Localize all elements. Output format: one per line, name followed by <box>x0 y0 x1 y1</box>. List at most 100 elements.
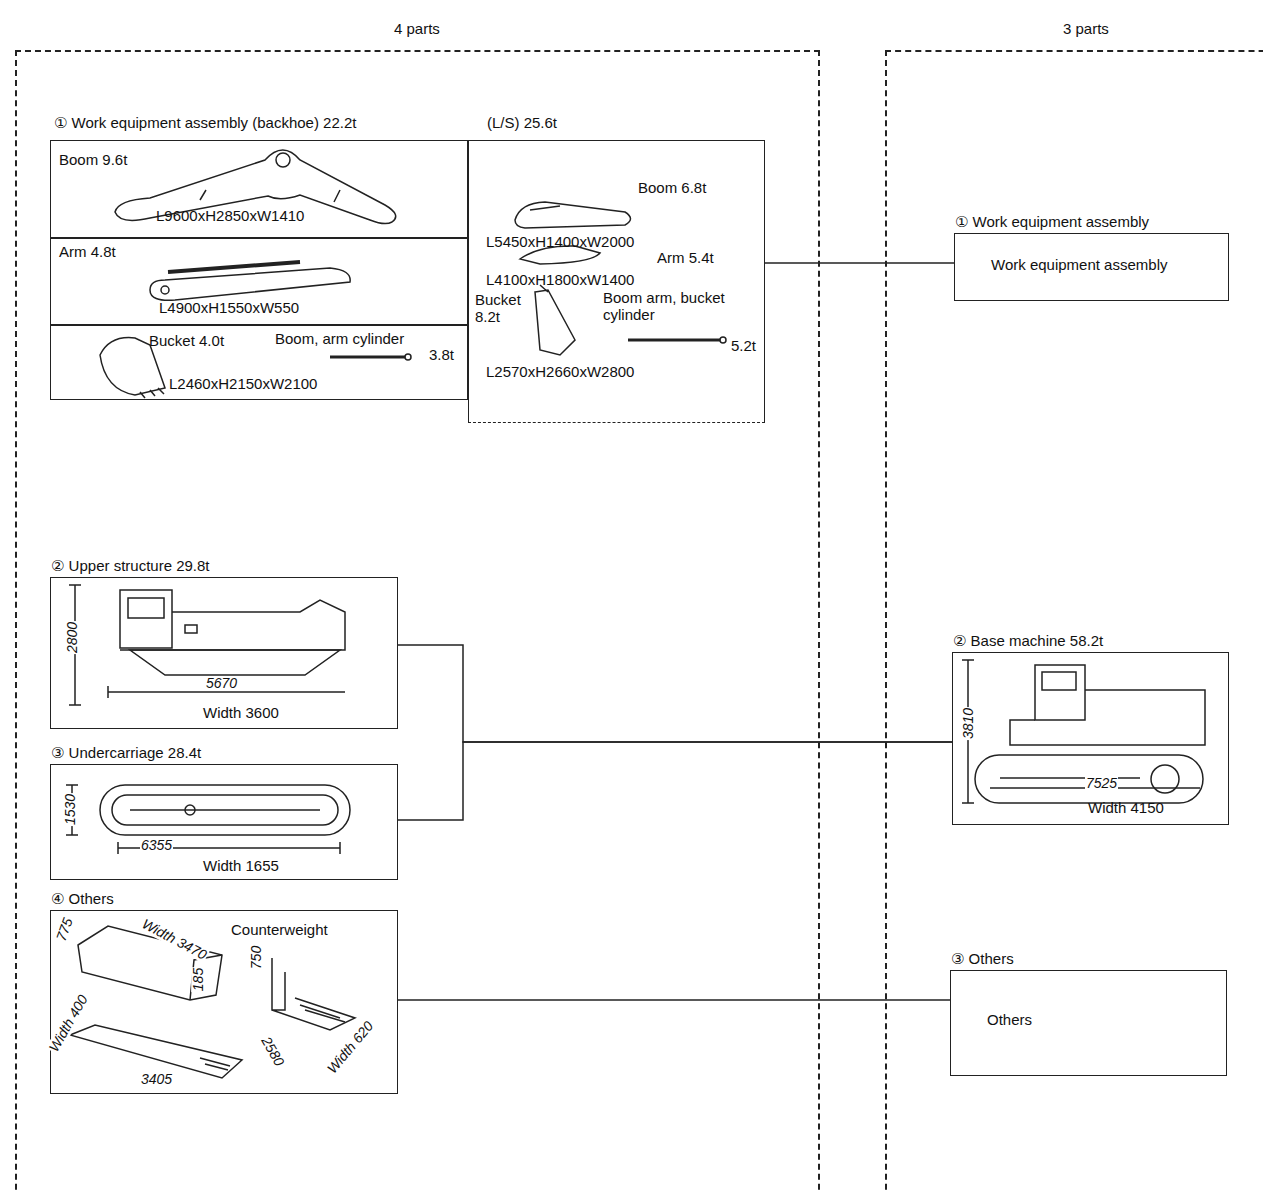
part-box: ② Upper structure 29.8tWidth 3600 <box>50 577 398 729</box>
node-text: Boom, arm cylinder <box>275 330 404 347</box>
node-text: Boom 6.8t <box>638 179 706 196</box>
roller <box>185 805 195 815</box>
counterweight-edge <box>190 955 222 1000</box>
part-cell: Boom 6.8tL5450xH1400xW2000Arm 5.4tL4100x… <box>468 140 765 423</box>
dimension-label: 5670 <box>205 676 238 691</box>
track-shoe-grouser <box>200 1058 230 1070</box>
node-text: Boom arm, bucket cylinder <box>603 289 753 323</box>
cab-window <box>1042 672 1076 690</box>
connector-line <box>765 262 954 264</box>
upper-structure-drawing <box>69 585 345 705</box>
node-text: Others <box>987 1011 1032 1028</box>
dimension-label: 1530 <box>63 793 78 826</box>
dimension-label: 750 <box>249 945 264 970</box>
cab <box>1035 665 1085 720</box>
track-inner <box>112 795 338 825</box>
cab-window <box>128 598 164 618</box>
part-cell: Boom 9.6tL9600xH2850xW1410 <box>50 140 468 238</box>
node-text: Bucket 4.0t <box>149 332 224 349</box>
node-heading: ① Work equipment assembly <box>955 213 1149 230</box>
node-heading: ④ Others <box>51 890 114 907</box>
part-cell: Bucket 4.0tBoom, arm cylinder3.8tL2460xH… <box>50 325 468 400</box>
cylinder-eye <box>405 354 411 360</box>
dimension-label: 7525 <box>1085 776 1118 791</box>
bucket-teeth <box>140 388 164 398</box>
node-text: L5450xH1400xW2000 <box>486 233 634 250</box>
node-heading: (L/S) 25.6t <box>487 114 557 131</box>
sprocket <box>1151 765 1179 793</box>
boom-outline <box>115 150 396 224</box>
track-outer <box>100 785 350 835</box>
boom-detail <box>200 190 340 202</box>
node-text: Bucket 8.2t <box>475 291 527 325</box>
node-text: 5.2t <box>731 337 756 354</box>
node-text: Width 1655 <box>203 857 279 874</box>
track-frame <box>1000 777 1140 779</box>
node-heading: ① Work equipment assembly (backhoe) 22.2… <box>54 114 356 131</box>
region-panel: 3 parts① Work equipment assemblyWork equ… <box>885 50 1263 1191</box>
connector-line <box>398 999 950 1001</box>
node-text: L9600xH2850xW1410 <box>156 207 304 224</box>
upper-body <box>120 600 345 650</box>
arm-cylinder <box>168 262 300 272</box>
arm-drawing <box>150 262 350 300</box>
dimension-label: 3405 <box>140 1072 173 1087</box>
dimension-label: 3810 <box>961 707 976 740</box>
dimension-label: 775 <box>53 915 76 944</box>
door-handle <box>185 625 197 633</box>
dimension-label: 2580 <box>258 1033 288 1069</box>
ls-boom-outline <box>515 202 631 228</box>
dimension-label: 185 <box>191 967 206 992</box>
part-group: ① Work equipment assembly (backhoe) 22.2… <box>50 140 765 423</box>
cab <box>120 590 172 648</box>
region-panel: 4 parts① Work equipment assembly (backho… <box>15 50 820 1191</box>
node-text: Arm 4.8t <box>59 243 116 260</box>
others-drawing <box>70 926 355 1078</box>
part-box: ③ OthersOthers <box>950 970 1227 1076</box>
boom-drawing <box>115 150 396 224</box>
track-shoe-outline <box>70 1025 242 1078</box>
ls-cylinder-eye <box>720 337 726 343</box>
track-frame <box>130 809 320 811</box>
node-text: Width 3600 <box>203 704 279 721</box>
ls-boom-detail <box>530 206 560 210</box>
node-heading: 3 parts <box>1063 20 1109 37</box>
node-text: L2460xH2150xW2100 <box>169 375 317 392</box>
part-box: ① Work equipment assemblyWork equipment … <box>954 233 1229 301</box>
track-outer <box>975 755 1203 803</box>
bracket-detail <box>300 1005 345 1022</box>
part-box: ② Base machine 58.2tWidth 4150 <box>952 652 1229 825</box>
node-text: Arm 5.4t <box>657 249 714 266</box>
node-heading: ③ Others <box>951 950 1014 967</box>
dimension-label: 6355 <box>140 838 173 853</box>
part-box: ③ Undercarriage 28.4tWidth 1655 <box>50 764 398 880</box>
counterweight-outline <box>78 926 222 1000</box>
upper-body <box>1010 690 1205 745</box>
node-text: Work equipment assembly <box>991 256 1167 273</box>
node-heading: ② Base machine 58.2t <box>953 632 1103 649</box>
arm-pin <box>161 286 169 294</box>
part-cell: Arm 4.8tL4900xH1550xW550 <box>50 238 468 325</box>
node-text: Boom 9.6t <box>59 151 127 168</box>
connector-line <box>398 645 952 742</box>
ls-cylinder-rod <box>628 339 720 342</box>
connector-line <box>398 742 952 820</box>
ls-bucket-outline <box>535 285 575 355</box>
dimension-label: 2800 <box>65 621 80 654</box>
node-text: Counterweight <box>231 921 328 938</box>
node-text: L4100xH1800xW1400 <box>486 271 634 288</box>
dimension-label: Width 620 <box>324 1018 377 1077</box>
dimension-label: Width 400 <box>46 992 91 1056</box>
turntable <box>130 650 340 675</box>
base-machine-drawing <box>962 660 1205 803</box>
node-text: L4900xH1550xW550 <box>159 299 299 316</box>
bracket-outline <box>272 958 355 1030</box>
undercarriage-drawing <box>66 785 350 854</box>
node-heading: ② Upper structure 29.8t <box>51 557 210 574</box>
node-heading: ③ Undercarriage 28.4t <box>51 744 201 761</box>
node-heading: 4 parts <box>394 20 440 37</box>
part-box: ④ OthersCounterweight <box>50 910 398 1094</box>
